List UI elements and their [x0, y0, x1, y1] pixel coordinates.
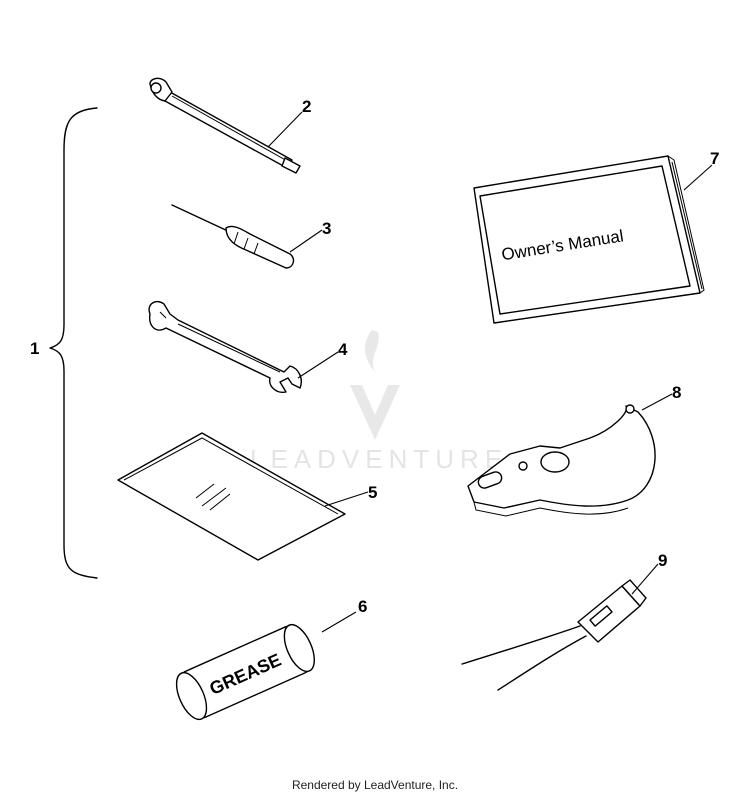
wrench-part — [148, 300, 302, 393]
callout-1: 1 — [30, 339, 39, 358]
callout-7: 7 — [710, 149, 719, 168]
leader-2 — [267, 111, 303, 148]
mounting-bracket-part — [467, 404, 656, 517]
grease-tube-part: GREASE — [175, 623, 315, 721]
screwdriver-part — [171, 204, 295, 269]
group-bracket — [49, 107, 98, 579]
callout-6: 6 — [358, 597, 367, 616]
decal-sheet-part — [117, 432, 346, 561]
leader-4 — [297, 351, 339, 379]
wire-connector-part — [461, 579, 647, 691]
leader-6 — [321, 611, 357, 633]
watermark-text: LEADVENTURE — [250, 444, 508, 474]
leader-8 — [641, 393, 673, 411]
leader-3 — [289, 229, 323, 253]
callout-9: 9 — [658, 551, 667, 570]
footer-credit: Rendered by LeadVenture, Inc. — [291, 778, 459, 792]
callout-4: 4 — [338, 340, 348, 359]
tire-gauge-part — [149, 77, 301, 174]
owners-manual-part: Owner’s Manual — [473, 155, 705, 324]
leader-9 — [631, 563, 659, 595]
callout-8: 8 — [672, 383, 681, 402]
callout-3: 3 — [322, 219, 331, 238]
leadventure-watermark: LEADVENTURE — [250, 330, 508, 474]
leader-5 — [324, 491, 369, 507]
leader-7 — [683, 164, 713, 191]
callout-2: 2 — [302, 97, 311, 116]
callout-5: 5 — [368, 483, 377, 502]
